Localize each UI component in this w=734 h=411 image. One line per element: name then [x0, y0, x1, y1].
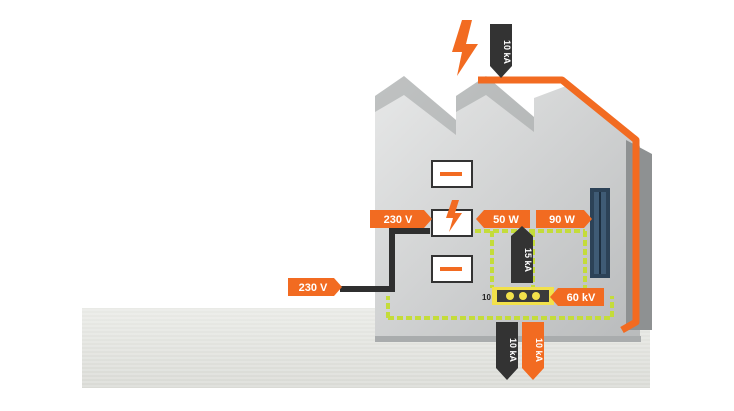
supply-cable — [340, 228, 430, 292]
window-panel — [590, 188, 610, 278]
surge-current-middle: 15 kA — [511, 226, 533, 283]
svg-text:10: 10 — [482, 293, 491, 302]
svg-text:10 kA: 10 kA — [502, 40, 512, 65]
voltage-tag-60kv: 60 kV — [550, 288, 604, 306]
svg-text:230 V: 230 V — [384, 214, 413, 226]
device-top — [431, 160, 473, 188]
voltage-tag-lower: 230 V — [288, 278, 342, 296]
svg-text:230 V: 230 V — [299, 282, 328, 294]
voltage-tag-upper: 230 V — [370, 210, 432, 228]
potential-busbar: 10 — [482, 287, 554, 305]
svg-text:60 kV: 60 kV — [567, 292, 596, 304]
svg-text:10 kA: 10 kA — [534, 338, 544, 363]
earth-current-dark: 10 kA — [496, 322, 518, 380]
earth-current-orange: 10 kA — [522, 322, 544, 380]
svg-text:15 kA: 15 kA — [523, 248, 533, 273]
svg-text:90 W: 90 W — [549, 214, 575, 226]
surge-current-top: 10 kA — [490, 24, 512, 78]
power-tag-90: 90 W — [536, 210, 592, 228]
lightning-icon — [446, 200, 462, 232]
power-tag-50: 50 W — [476, 210, 530, 228]
device-bottom — [431, 255, 473, 283]
lightning-icon — [452, 20, 478, 76]
svg-text:50 W: 50 W — [493, 214, 519, 226]
lightning-conductor — [478, 76, 640, 334]
device-middle — [431, 200, 473, 237]
svg-text:10 kA: 10 kA — [508, 338, 518, 363]
